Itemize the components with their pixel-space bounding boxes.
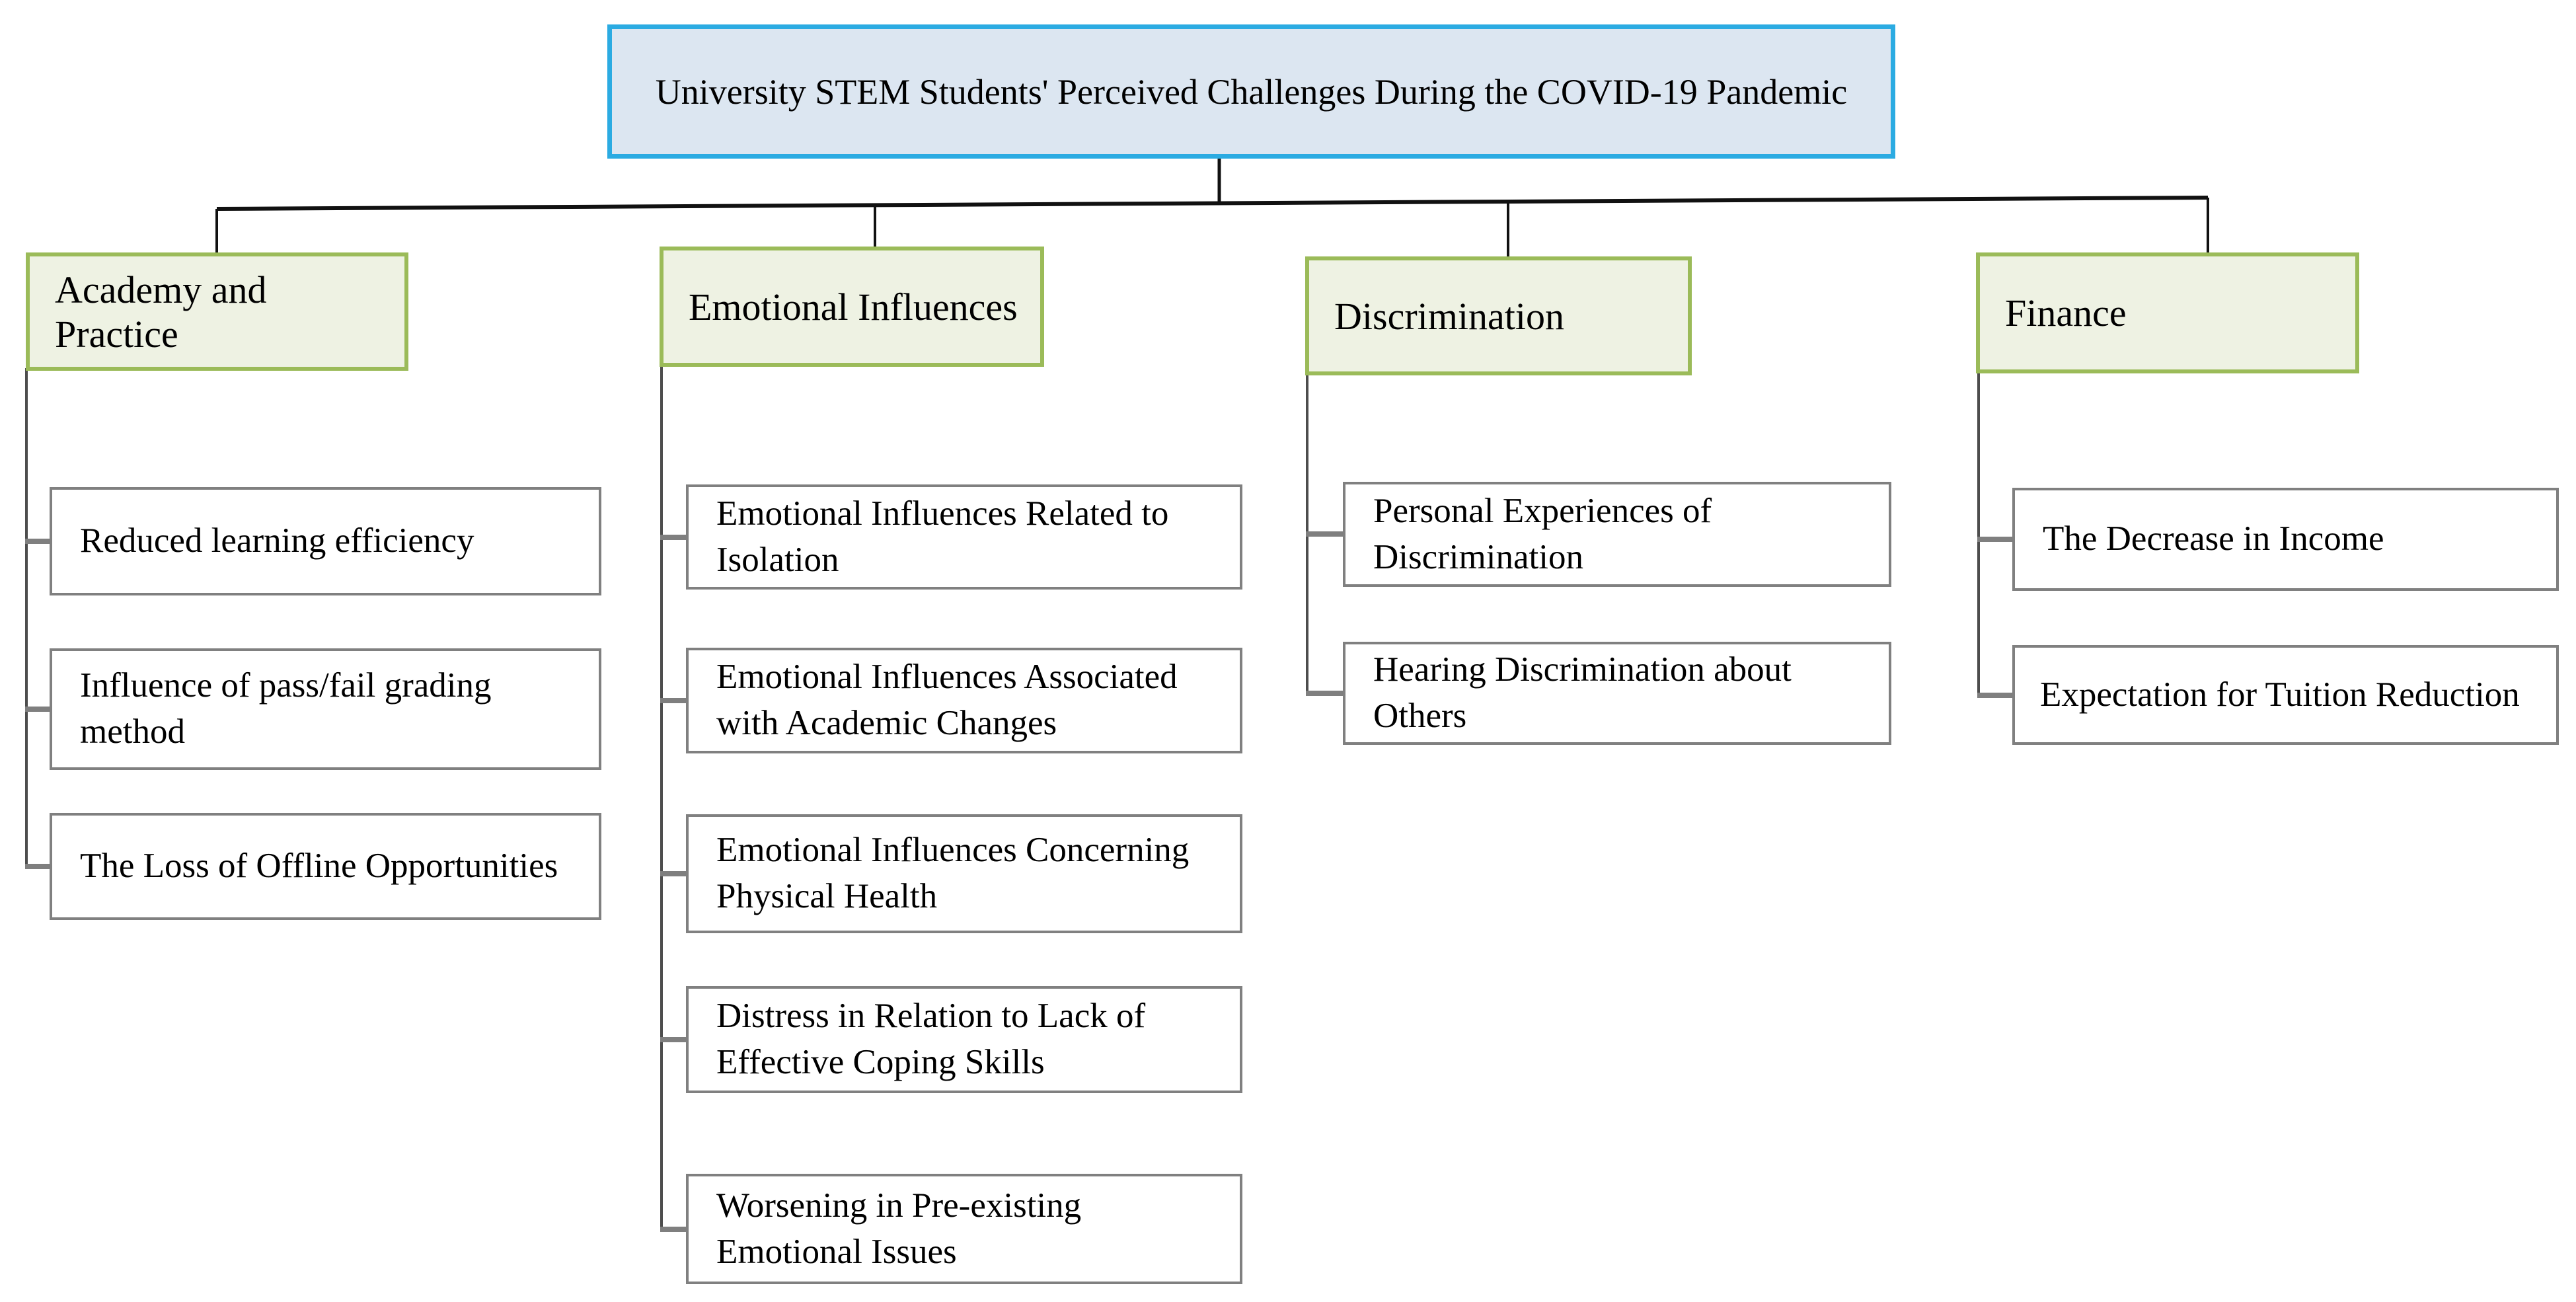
leaf-box-personal-experiences-discrimination: Personal Experiences of Discrimination [1343,482,1891,587]
leaf-label: Expectation for Tuition Reduction [2040,675,2520,714]
leaf-label: Worsening in Pre-existing Emotional Issu… [716,1186,1082,1271]
leaf-box-worsening-preexisting-issues: Worsening in Pre-existing Emotional Issu… [686,1174,1242,1284]
category-label: Emotional Influences [689,285,1018,328]
category-label: Finance [2005,291,2127,334]
category-box-discrimination: Discrimination [1305,256,1692,375]
edge-main-branch [216,196,2209,211]
root-title-label: University STEM Students' Perceived Chal… [655,71,1848,112]
category-label: Academy and Practice [55,268,267,356]
leaf-label: Reduced learning efficiency [80,521,474,560]
category-box-emotional-influences: Emotional Influences [660,247,1044,367]
leaf-label: Personal Experiences of Discrimination [1373,491,1712,576]
leaf-box-pass-fail-grading: Influence of pass/fail grading method [50,648,601,770]
leaf-box-emotional-isolation: Emotional Influences Related to Isolatio… [686,484,1242,590]
leaf-label: Emotional Influences Concerning Physical… [716,831,1190,915]
category-label: Discrimination [1334,294,1564,338]
leaf-label: The Loss of Offline Opportunities [80,847,558,886]
leaf-label: The Decrease in Income [2043,519,2384,558]
leaf-box-emotional-academic-changes: Emotional Influences Associated with Aca… [686,648,1242,753]
leaf-box-emotional-physical-health: Emotional Influences Concerning Physical… [686,814,1242,933]
leaf-box-reduced-learning-efficiency: Reduced learning efficiency [50,487,601,595]
leaf-label: Distress in Relation to Lack of Effectiv… [716,997,1146,1081]
root-box-title: University STEM Students' Perceived Chal… [607,24,1895,159]
leaf-box-decrease-in-income: The Decrease in Income [2012,488,2559,591]
leaf-label: Influence of pass/fail grading method [80,666,492,751]
category-box-finance: Finance [1976,252,2359,373]
leaf-box-loss-of-offline-opportunities: The Loss of Offline Opportunities [50,813,601,920]
leaf-box-distress-coping-skills: Distress in Relation to Lack of Effectiv… [686,986,1242,1093]
category-box-academy-and-practice: Academy and Practice [26,252,408,371]
leaf-label: Emotional Influences Related to Isolatio… [716,494,1169,579]
leaf-box-hearing-discrimination-others: Hearing Discrimination about Others [1343,642,1891,745]
leaf-label: Hearing Discrimination about Others [1373,650,1792,735]
leaf-box-expectation-tuition-reduction: Expectation for Tuition Reduction [2012,645,2559,745]
leaf-label: Emotional Influences Associated with Aca… [716,658,1178,742]
